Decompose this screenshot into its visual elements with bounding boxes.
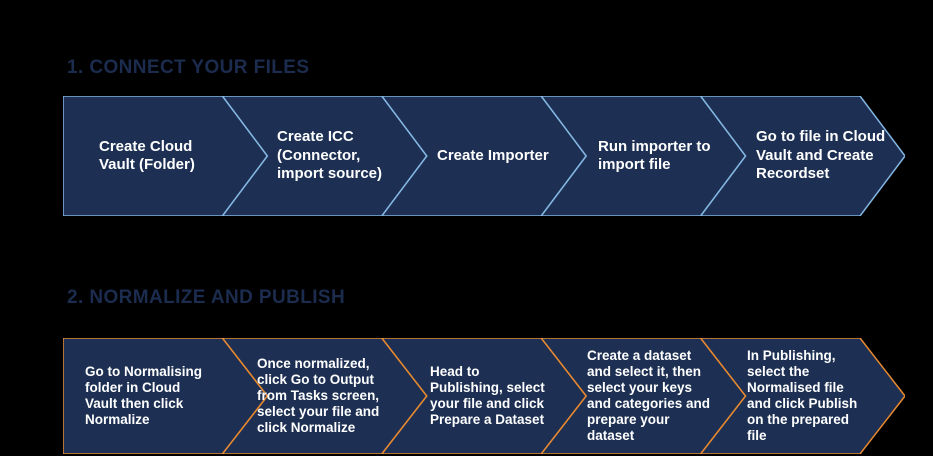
step-label: Once normalized, click Go to Output from… [257,356,380,435]
chevron-arrow-shapes [63,96,905,216]
step-label: Run importer to import file [598,137,711,174]
step-label: Go to Normalising folder in Cloud Vault … [85,364,203,427]
step-label: Create ICC (Connector, import source) [277,128,383,183]
step-keys-and-categories: Create a dataset and select it, then sel… [587,338,757,454]
chevron-row-normalize: Go to Normalising folder in Cloud Vault … [63,338,905,454]
chevron-arrow-shapes [63,338,905,454]
chevron-row-connect: Create Cloud Vault (Folder) Create ICC (… [63,96,905,216]
step-label: Head to Publishing, select your file and… [430,364,545,427]
step-label: Create Cloud Vault (Folder) [99,137,195,174]
step-create-cloud-vault: Create Cloud Vault (Folder) [99,96,269,216]
section-heading-normalize-and-publish: 2. NORMALIZE AND PUBLISH [67,287,346,308]
step-prepare-dataset: Head to Publishing, select your file and… [430,338,600,454]
step-create-recordset: Go to file in Cloud Vault and Create Rec… [756,96,926,216]
step-run-importer: Run importer to import file [598,96,768,216]
section-heading-connect-your-files: 1. CONNECT YOUR FILES [67,57,310,78]
step-create-icc: Create ICC (Connector, import source) [277,96,447,216]
step-go-to-output: Once normalized, click Go to Output from… [257,338,427,454]
step-publish-file: In Publishing, select the Normalised fil… [747,338,917,454]
step-normalising-folder: Go to Normalising folder in Cloud Vault … [85,338,255,454]
step-label: Create a dataset and select it, then sel… [587,348,711,443]
step-label: In Publishing, select the Normalised fil… [747,348,858,443]
step-label: Go to file in Cloud Vault and Create Rec… [756,128,886,183]
step-label: Create Importer [437,146,549,164]
step-create-importer: Create Importer [437,96,607,216]
